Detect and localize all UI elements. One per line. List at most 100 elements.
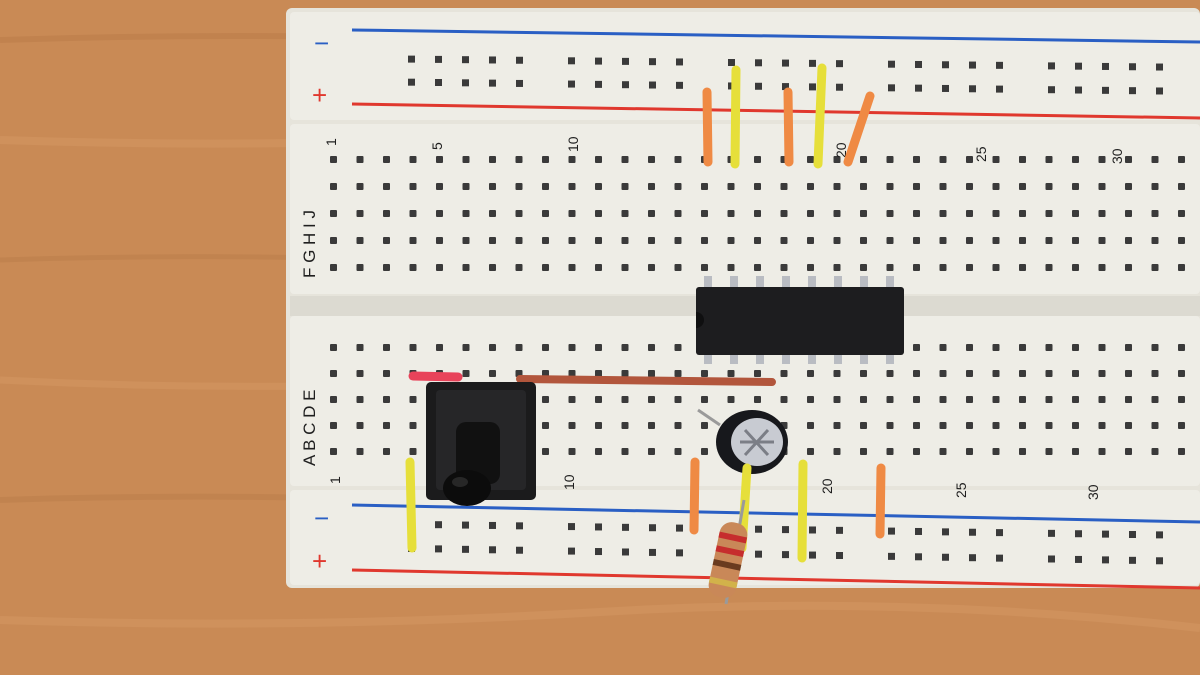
chip-pin (730, 276, 738, 290)
rail-hole (568, 547, 575, 555)
top-rail-minus-label: − (314, 28, 329, 58)
rail-hole (649, 524, 656, 532)
bottom-col-number: 10 (561, 474, 577, 490)
chip-pin (730, 350, 738, 364)
rail-hole (1048, 62, 1055, 70)
rail-hole (676, 81, 683, 89)
rail-hole (836, 83, 843, 91)
rail-hole (595, 57, 602, 65)
rail-hole (676, 58, 683, 66)
rail-hole (1048, 86, 1055, 94)
bottom-rail-minus-label: − (314, 503, 329, 533)
red-wire (408, 371, 463, 382)
rail-hole (969, 554, 976, 562)
rail-hole (408, 55, 415, 63)
bottom-col-number: 30 (1085, 484, 1101, 500)
rail-hole (996, 529, 1003, 537)
chip-pin (704, 350, 712, 364)
rail-hole (755, 59, 762, 67)
rail-hole (1156, 87, 1163, 95)
rail-hole (888, 552, 895, 560)
rail-hole (1048, 555, 1055, 563)
rail-hole (1156, 63, 1163, 71)
top-col-number: 20 (833, 142, 849, 158)
bottom-col-number: 1 (327, 476, 343, 484)
jumper-wire (702, 87, 713, 167)
rail-hole (435, 79, 442, 86)
bottom-row-letters: A B C D E (300, 389, 319, 466)
rail-hole (595, 523, 602, 531)
rail-hole (809, 526, 816, 534)
rail-hole (915, 84, 922, 92)
rail-hole (836, 60, 843, 68)
rail-hole (1102, 556, 1109, 564)
electrolytic-capacitor (697, 408, 788, 474)
rail-hole (969, 528, 976, 536)
rail-holes (408, 55, 1163, 565)
rail-hole (435, 521, 442, 529)
push-button (426, 382, 536, 506)
chip-pin (834, 350, 842, 364)
rail-hole (1129, 530, 1136, 538)
rail-hole (1129, 556, 1136, 564)
chip-pin (808, 276, 816, 290)
rail-hole (622, 81, 629, 89)
rail-hole (462, 79, 469, 87)
rail-hole (1129, 87, 1136, 95)
rail-hole (676, 524, 683, 532)
rail-hole (1048, 529, 1055, 537)
rail-hole (435, 55, 442, 63)
rail-hole (782, 551, 789, 559)
chip-pin (782, 350, 790, 364)
jumper-wire (843, 91, 875, 167)
rail-hole (649, 548, 656, 556)
jumper-wire (875, 463, 886, 539)
rail-hole (996, 61, 1003, 69)
rail-hole (435, 545, 442, 553)
rail-hole (1156, 557, 1163, 565)
rail-hole (1102, 62, 1109, 70)
jumper-wire (783, 87, 794, 167)
rail-hole (1156, 531, 1163, 539)
rail-hole (1075, 86, 1082, 94)
rail-hole (516, 522, 523, 530)
rail-hole (462, 56, 469, 64)
top-col-number: 25 (973, 146, 989, 162)
rail-hole (622, 548, 629, 556)
top-block-holes (330, 156, 1200, 281)
rail-hole (676, 549, 683, 557)
rail-hole (942, 61, 949, 69)
rail-hole (568, 523, 575, 531)
bottom-col-number: 20 (819, 478, 835, 494)
rail-hole (462, 545, 469, 553)
rail-hole (782, 83, 789, 91)
rail-hole (782, 526, 789, 534)
rail-hole (516, 79, 523, 87)
rail-hole (836, 552, 843, 560)
rail-hole (1102, 86, 1109, 94)
rail-hole (462, 521, 469, 529)
rail-hole (1075, 62, 1082, 70)
rail-hole (888, 84, 895, 92)
rail-hole (888, 527, 895, 535)
rail-hole (755, 550, 762, 558)
rail-hole (942, 528, 949, 536)
rail-hole (755, 82, 762, 90)
chip-pin (782, 276, 790, 290)
chip-pin (808, 350, 816, 364)
jumper-wire (730, 65, 741, 169)
top-col-number: 10 (565, 136, 581, 152)
rail-hole (568, 57, 575, 65)
rail-hole (568, 80, 575, 88)
chip-pin (756, 350, 764, 364)
rail-hole (915, 553, 922, 561)
rail-hole (996, 554, 1003, 562)
rail-hole (728, 59, 735, 67)
chip-pin (704, 276, 712, 290)
chip-pin (834, 276, 842, 290)
rail-hole (942, 84, 949, 92)
chip-pin (886, 350, 894, 364)
rail-hole (622, 57, 629, 65)
rail-hole (755, 525, 762, 533)
rail-hole (649, 58, 656, 66)
